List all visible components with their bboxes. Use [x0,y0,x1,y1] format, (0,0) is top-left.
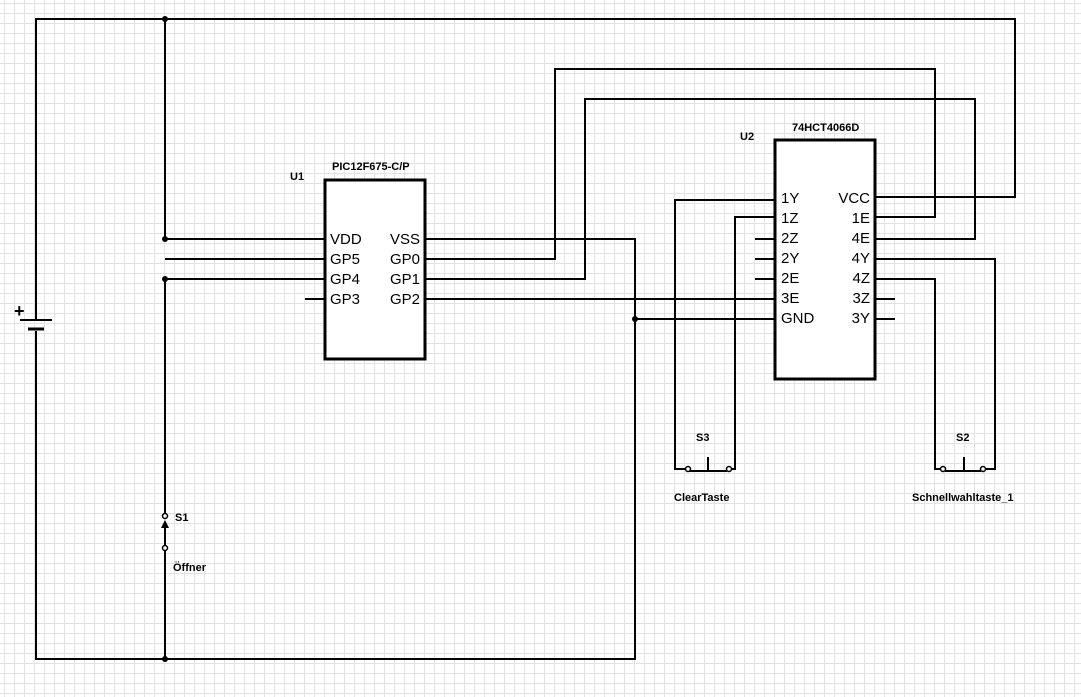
wire-1y [674,199,775,470]
switch-s2-terminal-right [979,465,987,473]
switch-s3-terminal-right [725,465,733,473]
chip-u1-body [323,178,427,361]
switch-s3-label: ClearTaste [674,492,729,504]
switch-s3-ref: S3 [696,432,709,444]
wire-1z [731,216,775,470]
u2-pin-vcc: VCC [838,190,870,207]
junction-dot [162,276,168,282]
u2-pin-1z: 1Z [781,210,799,227]
battery[interactable]: + [14,301,52,331]
u2-pin-4y: 4Y [852,250,870,267]
junction-dot [162,656,168,662]
chip-u2-ref: U2 [740,131,754,143]
wire-gp0 [425,68,936,260]
switch-s2[interactable]: S2 Schnellwahltaste_1 [912,432,1014,504]
chip-u1[interactable]: U1 PIC12F675-C/P VDD GP5 GP4 GP3 VSS GP0… [290,161,427,361]
chip-u2-body [773,138,877,381]
chip-u1-part: PIC12F675-C/P [332,161,410,173]
u2-pin-2e: 2E [781,270,799,287]
u1-pin-vdd: VDD [330,231,362,248]
u2-pin-3e: 3E [781,290,799,307]
switch-s1-label: Öffner [173,561,207,574]
switch-s1-arrow [161,520,169,528]
wire-gp1 [425,98,976,280]
wire-vdd [164,19,325,240]
u2-pin-4e: 4E [852,230,870,247]
u1-pin-vss: VSS [390,231,420,248]
u2-pin-2y: 2Y [781,250,799,267]
switch-s3[interactable]: S3 ClearTaste [674,432,733,504]
switch-s1-terminal-top [161,512,169,520]
junctions [162,16,638,662]
switch-s2-terminal-left [939,465,947,473]
u2-pin-4z: 4Z [852,270,870,287]
u2-pin-1y: 1Y [781,190,799,207]
junction-dot [162,16,168,22]
u2-pin-3y: 3Y [852,310,870,327]
wire-4y [875,258,996,470]
u2-pin-gnd: GND [781,310,815,327]
chip-u2[interactable]: U2 74HCT4066D 1Y 1Z 2Z 2Y 2E 3E GND VCC … [740,122,877,381]
u1-pin-gp0: GP0 [390,251,420,268]
switch-s2-label: Schnellwahltaste_1 [912,492,1014,504]
wires [35,18,1016,660]
switch-s1-ref: S1 [175,512,188,524]
u1-pin-gp4: GP4 [330,271,360,288]
u1-pin-gp2: GP2 [390,291,420,308]
switch-s2-ref: S2 [956,432,969,444]
u2-pin-2z: 2Z [781,230,799,247]
switch-s3-terminal-left [684,465,692,473]
chip-u2-part: 74HCT4066D [792,122,859,134]
wire-ground-loop [35,238,636,660]
switch-s1-terminal-bottom [161,544,169,552]
junction-dot [162,236,168,242]
wire-4z [875,278,941,470]
u1-pin-gp1: GP1 [390,271,420,288]
u2-pin-1e: 1E [852,210,870,227]
junction-dot [632,316,638,322]
u1-pin-gp5: GP5 [330,251,360,268]
u2-pin-3z: 3Z [852,290,870,307]
chip-u1-ref: U1 [290,171,304,183]
u1-pin-gp3: GP3 [330,291,360,308]
wire-top-rail [35,18,1016,319]
switch-s1[interactable]: S1 Öffner [161,512,207,574]
battery-plus-label: + [14,301,25,321]
